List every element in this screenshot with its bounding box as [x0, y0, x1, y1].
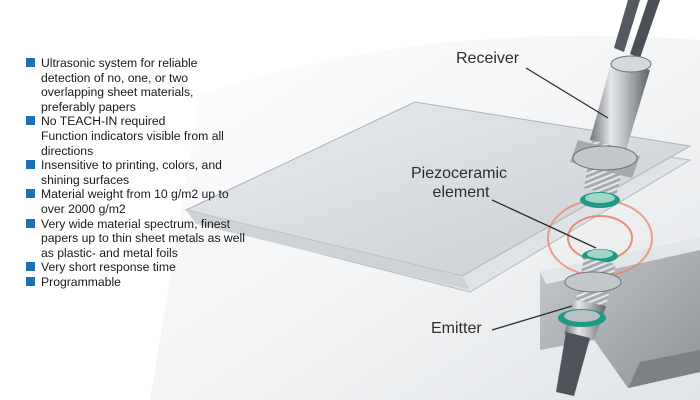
feature-text: No TEACH-IN required [41, 114, 166, 129]
feature-list: Ultrasonic system for reliable detection… [26, 56, 248, 290]
feature-text: Material weight from 10 g/m2 up to over … [41, 187, 229, 216]
piezoceramic-element-label: Piezoceramic element [411, 164, 507, 202]
emitter-sensor [556, 249, 622, 396]
feature-text: Ultrasonic system for reliable detection… [41, 56, 198, 114]
receiver-label: Receiver [456, 50, 520, 67]
feature-text: Very wide material spectrum, finest pape… [41, 216, 245, 260]
square-bullet-icon [26, 218, 35, 228]
square-bullet-icon [26, 116, 35, 126]
piezo-label-line-1: Piezoceramic [411, 165, 508, 182]
feature-text: Insensitive to printing, colors, and shi… [41, 158, 222, 187]
feature-text: Function indicators visible from all dir… [41, 128, 224, 158]
feature-item: Ultrasonic system for reliable detection… [26, 56, 248, 114]
feature-item: Very short response time [26, 260, 248, 275]
square-bullet-icon [26, 262, 35, 272]
square-bullet-icon [26, 276, 35, 286]
feature-item: Material weight from 10 g/m2 up to over … [26, 187, 248, 216]
feature-item: Programmable [26, 275, 248, 290]
square-bullet-icon [26, 189, 35, 199]
piezo-label-line-2: element [432, 184, 490, 201]
emitter-leader-line [491, 305, 573, 331]
emitter-label: Emitter [431, 320, 482, 337]
square-bullet-icon [26, 58, 35, 67]
receiver-sensor [570, 0, 660, 208]
square-bullet-icon [26, 160, 35, 170]
feature-item: Very wide material spectrum, finest pape… [26, 217, 248, 261]
receiver-leader-line [525, 67, 609, 119]
feature-text: Very short response time [41, 260, 176, 275]
feature-item: Insensitive to printing, colors, and shi… [26, 158, 248, 187]
feature-text: Programmable [41, 274, 121, 289]
piezo-leader-line [491, 199, 597, 249]
